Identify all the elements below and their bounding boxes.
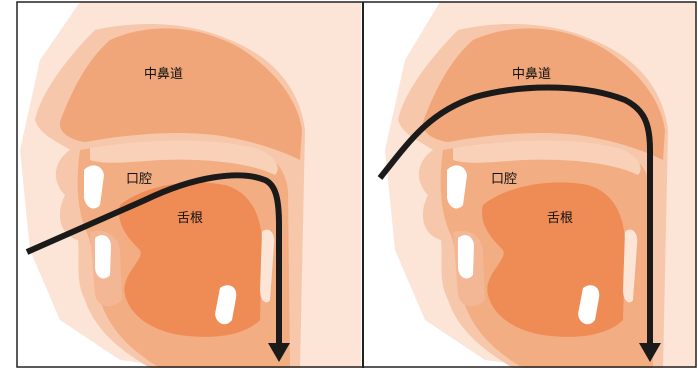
panel-nose-route: 中鼻道 口腔 舌根 bbox=[366, 2, 696, 368]
nasal-label: 中鼻道 bbox=[144, 66, 183, 82]
tongue bbox=[482, 182, 625, 337]
oral-label: 口腔 bbox=[126, 172, 152, 187]
oral-label: 口腔 bbox=[491, 172, 517, 187]
tongue-label: 舌根 bbox=[547, 211, 573, 226]
tongue-label: 舌根 bbox=[177, 211, 203, 226]
nasal-label: 中鼻道 bbox=[512, 66, 551, 82]
lower-teeth bbox=[458, 235, 474, 278]
tongue bbox=[119, 182, 262, 337]
lower-teeth bbox=[95, 235, 111, 278]
panel-mouth-route: 中鼻道 口腔 舌根 bbox=[17, 2, 361, 368]
